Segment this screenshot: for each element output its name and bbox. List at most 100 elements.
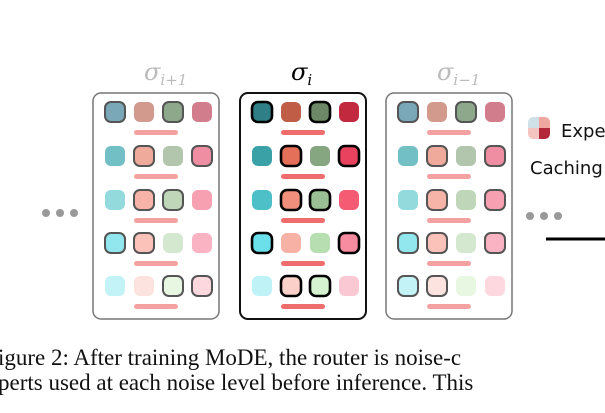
expert-cell bbox=[192, 102, 212, 122]
panel-frame bbox=[92, 92, 220, 320]
sigma-label: σi−1 bbox=[437, 58, 480, 89]
expert-legend-icon bbox=[528, 117, 550, 139]
expert-cell-selected bbox=[191, 275, 213, 297]
expert-cell bbox=[310, 146, 330, 166]
expert-cell bbox=[105, 190, 125, 210]
expert-legend-label: Expe bbox=[561, 121, 605, 142]
sigma-label: σi bbox=[291, 58, 312, 89]
expert-cell bbox=[427, 102, 447, 122]
expert-cell bbox=[339, 276, 359, 296]
router-bar bbox=[427, 130, 471, 135]
panel-frame bbox=[385, 92, 513, 320]
expert-cell bbox=[456, 190, 476, 210]
expert-cell-selected bbox=[337, 231, 361, 255]
sigma-symbol: σ bbox=[144, 58, 161, 86]
router-bar bbox=[281, 130, 325, 135]
expert-cell-selected bbox=[279, 274, 303, 298]
expert-cell bbox=[163, 233, 183, 253]
expert-cell-selected bbox=[426, 189, 448, 211]
ellipsis-dot bbox=[42, 209, 50, 217]
expert-cell-selected bbox=[133, 232, 155, 254]
expert-cell-selected bbox=[426, 145, 448, 167]
expert-cell-selected bbox=[250, 100, 274, 124]
router-bar bbox=[281, 218, 325, 223]
expert-cell-selected bbox=[337, 144, 361, 168]
sigma-label: σi+1 bbox=[144, 58, 187, 89]
router-bar bbox=[427, 261, 471, 266]
expert-cell bbox=[339, 190, 359, 210]
noise-panel-0: σi+1 bbox=[92, 58, 220, 320]
expert-cell bbox=[456, 276, 476, 296]
expert-cell bbox=[456, 146, 476, 166]
ellipsis-dot bbox=[554, 212, 562, 220]
router-bar bbox=[281, 261, 325, 266]
expert-cell bbox=[398, 146, 418, 166]
figure-caption: igure 2: After training MoDE, the router… bbox=[0, 346, 605, 396]
expert-cell bbox=[252, 276, 272, 296]
expert-cell-selected bbox=[308, 274, 332, 298]
noise-panel-2: σi−1 bbox=[385, 58, 513, 320]
sigma-symbol: σ bbox=[437, 58, 454, 86]
expert-cell-selected bbox=[426, 275, 448, 297]
ellipsis-dot bbox=[526, 212, 534, 220]
expert-cell-selected bbox=[162, 189, 184, 211]
expert-cell bbox=[281, 233, 301, 253]
expert-cell-selected bbox=[308, 188, 332, 212]
expert-cell bbox=[163, 146, 183, 166]
expert-cell-selected bbox=[397, 101, 419, 123]
router-bar bbox=[134, 174, 178, 179]
expert-cell bbox=[105, 146, 125, 166]
expert-cell bbox=[192, 233, 212, 253]
caption-line-1: igure 2: After training MoDE, the router… bbox=[0, 345, 462, 370]
expert-cell-selected bbox=[133, 189, 155, 211]
expert-cell-selected bbox=[162, 275, 184, 297]
ellipsis-dot bbox=[70, 209, 78, 217]
ellipsis-left bbox=[42, 209, 78, 217]
expert-cell bbox=[281, 102, 301, 122]
expert-cell-selected bbox=[279, 144, 303, 168]
ellipsis-dot bbox=[540, 212, 548, 220]
ellipsis-right bbox=[526, 212, 562, 220]
expert-cell-selected bbox=[250, 231, 274, 255]
expert-cell-selected bbox=[426, 232, 448, 254]
expert-cell-selected bbox=[397, 275, 419, 297]
expert-cell-selected bbox=[484, 189, 506, 211]
expert-cell-selected bbox=[279, 188, 303, 212]
expert-cell-selected bbox=[397, 232, 419, 254]
router-bar bbox=[427, 304, 471, 309]
router-bar bbox=[134, 218, 178, 223]
router-bar bbox=[281, 304, 325, 309]
router-bar bbox=[427, 218, 471, 223]
noise-panel-1: σi bbox=[239, 58, 367, 320]
expert-cell bbox=[398, 190, 418, 210]
expert-cell bbox=[134, 102, 154, 122]
expert-cell bbox=[310, 233, 330, 253]
expert-cell-selected bbox=[162, 101, 184, 123]
sigma-subscript: i bbox=[307, 71, 312, 89]
expert-cell-selected bbox=[308, 100, 332, 124]
router-bar bbox=[427, 174, 471, 179]
router-bar bbox=[134, 304, 178, 309]
sigma-subscript: i+1 bbox=[160, 71, 187, 89]
router-bar bbox=[134, 130, 178, 135]
expert-cell bbox=[485, 102, 505, 122]
expert-cell bbox=[456, 233, 476, 253]
ellipsis-dot bbox=[56, 209, 64, 217]
expert-cell-selected bbox=[484, 232, 506, 254]
router-bar bbox=[134, 261, 178, 266]
sigma-symbol: σ bbox=[291, 58, 308, 86]
caching-label: Caching bbox=[530, 158, 603, 179]
expert-cell-selected bbox=[104, 232, 126, 254]
expert-cell-selected bbox=[133, 145, 155, 167]
expert-cell bbox=[485, 276, 505, 296]
expert-cell-selected bbox=[191, 145, 213, 167]
expert-cell bbox=[252, 190, 272, 210]
expert-cell bbox=[134, 276, 154, 296]
panel-frame bbox=[239, 92, 367, 320]
expert-cell bbox=[192, 190, 212, 210]
expert-cell bbox=[252, 146, 272, 166]
router-bar bbox=[281, 174, 325, 179]
expert-cell bbox=[105, 276, 125, 296]
